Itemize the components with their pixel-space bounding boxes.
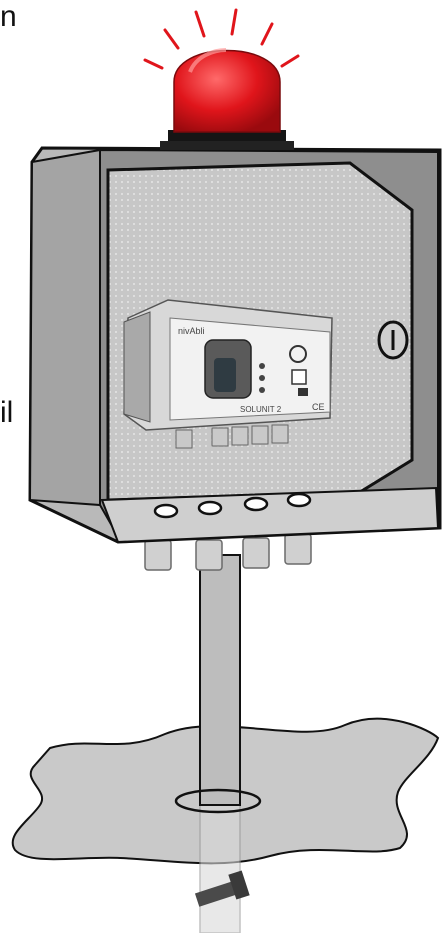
enclosure-side [30, 150, 100, 505]
lock-icon [379, 322, 407, 358]
pole [200, 555, 240, 805]
device-model-label: SOLUNIT 2 [240, 405, 282, 414]
ce-mark: CE [312, 402, 325, 412]
alarm-beacon-icon [145, 10, 298, 150]
pole-underground [200, 800, 240, 933]
device-brand: nivAbli [178, 326, 205, 336]
